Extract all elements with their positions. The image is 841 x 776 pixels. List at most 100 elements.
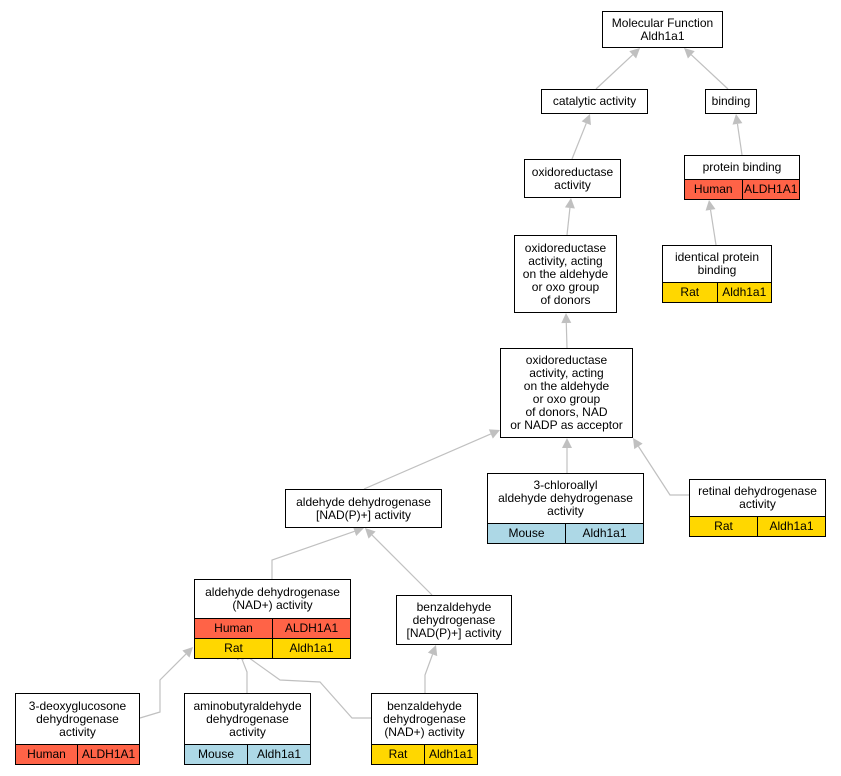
- edge-oxido-aldehyde-to-oxidoreductase: [564, 198, 575, 236]
- edge-line: [241, 658, 248, 693]
- annotation-row: Rat Aldh1a1: [663, 282, 771, 302]
- node-binding[interactable]: binding: [705, 89, 757, 114]
- edge-line: [595, 54, 634, 90]
- edge-line: [139, 653, 187, 719]
- edge-line: [363, 433, 492, 490]
- species-cell: Rat: [224, 641, 243, 655]
- node-title: aminobutyraldehyde dehydrogenase activit…: [193, 698, 302, 739]
- annotation-row: Rat Aldh1a1: [195, 638, 350, 658]
- edge-identical-protein-to-protein-binding: [705, 200, 717, 246]
- node-title: benzaldehyde dehydrogenase [NAD(P)+] act…: [406, 599, 502, 640]
- gene-cell: ALDH1A1: [741, 180, 800, 199]
- edge-deoxyglucosone-to-aldehyde-dh-nad: [139, 647, 193, 719]
- edge-arrowhead: [352, 526, 364, 537]
- species-cell: Human: [27, 747, 66, 761]
- edge-line: [709, 209, 717, 246]
- node-title: oxidoreductase activity, acting on the a…: [522, 240, 609, 307]
- node-title: binding: [711, 94, 751, 108]
- gene-cell: ALDH1A1: [272, 619, 350, 638]
- edge-binding-to-mf: [684, 48, 729, 90]
- edge-arrowhead: [561, 313, 572, 324]
- edge-arrowhead: [562, 438, 572, 448]
- edge-arrowhead: [629, 48, 640, 59]
- edge-line: [736, 123, 743, 156]
- gene-cell: Aldh1a1: [565, 524, 643, 543]
- node-title: Molecular Function Aldh1a1: [611, 15, 714, 43]
- node-oxido-nad[interactable]: oxidoreductase activity, acting on the a…: [500, 348, 633, 438]
- edge-line: [245, 655, 371, 719]
- annotation-row: Mouse Aldh1a1: [488, 523, 643, 543]
- annotation-row: Rat Aldh1a1: [372, 744, 477, 764]
- node-benzaldehyde-nad[interactable]: benzaldehyde dehydrogenase (NAD+) activi…: [371, 693, 478, 765]
- gene-cell: ALDH1A1: [77, 745, 139, 764]
- node-mf[interactable]: Molecular Function Aldh1a1: [602, 11, 723, 48]
- annotation-row: Mouse Aldh1a1: [185, 744, 310, 764]
- edge-line: [271, 530, 355, 579]
- edge-line: [690, 54, 729, 90]
- gene-cell: Aldh1a1: [716, 283, 772, 302]
- annotation-row: Human ALDH1A1: [16, 744, 139, 764]
- gene-cell: Aldh1a1: [424, 745, 477, 764]
- edge-benzaldehyde-nad-to-benzaldehyde-nadp: [424, 645, 438, 693]
- node-title: aldehyde dehydrogenase [NAD(P)+] activit…: [296, 494, 431, 522]
- edge-aldehyde-dh-nad-to-aldehyde-dh-nadp: [271, 526, 364, 579]
- node-title: oxidoreductase activity, acting on the a…: [510, 353, 623, 432]
- species-cell: Rat: [680, 285, 700, 299]
- node-title: 3-deoxyglucosone dehydrogenase activity: [28, 698, 127, 739]
- edge-chloroallyl-to-oxido-nad: [562, 438, 572, 473]
- node-chloroallyl[interactable]: 3-chloroallyl aldehyde dehydrogenase act…: [487, 473, 644, 544]
- node-title: identical protein binding: [674, 250, 760, 277]
- node-oxido-aldehyde[interactable]: oxidoreductase activity, acting on the a…: [514, 235, 617, 313]
- node-benzaldehyde-nadp[interactable]: benzaldehyde dehydrogenase [NAD(P)+] act…: [396, 595, 512, 645]
- gene-cell: Aldh1a1: [757, 517, 825, 536]
- node-title: retinal dehydrogenase activity: [698, 484, 817, 511]
- gene-cell: Aldh1a1: [272, 639, 350, 658]
- edge-arrowhead: [427, 645, 438, 657]
- node-title: catalytic activity: [552, 94, 637, 108]
- node-aminobutyraldehyde[interactable]: aminobutyraldehyde dehydrogenase activit…: [184, 693, 311, 765]
- edge-line: [571, 123, 587, 160]
- edge-arrowhead: [365, 528, 376, 539]
- node-title: protein binding: [702, 160, 782, 174]
- edge-catalytic-to-mf: [595, 48, 640, 90]
- edge-benzaldehyde-nadp-to-aldehyde-dh-nadp: [365, 528, 433, 596]
- edge-arrowhead: [732, 114, 743, 125]
- edge-line: [371, 534, 433, 596]
- edge-line: [424, 654, 434, 693]
- node-aldehyde-dh-nadp[interactable]: aldehyde dehydrogenase [NAD(P)+] activit…: [285, 489, 442, 528]
- annotation-row: Human ALDH1A1: [195, 618, 350, 638]
- edge-line: [637, 446, 689, 496]
- edge-aldehyde-dh-nadp-to-oxido-nad: [363, 429, 500, 490]
- edge-arrowhead: [684, 48, 695, 59]
- edge-oxidoreductase-to-catalytic: [571, 114, 591, 160]
- edge-arrowhead: [581, 114, 591, 126]
- node-title: aldehyde dehydrogenase (NAD+) activity: [205, 585, 340, 612]
- node-title: benzaldehyde dehydrogenase (NAD+) activi…: [383, 698, 466, 739]
- edge-line: [566, 207, 571, 236]
- edge-arrowhead: [633, 438, 643, 450]
- edge-oxido-nad-to-oxido-aldehyde: [561, 313, 572, 349]
- node-catalytic[interactable]: catalytic activity: [541, 89, 648, 114]
- species-cell: Human: [693, 182, 733, 196]
- edge-arrowhead: [182, 647, 193, 658]
- edge-arrowhead: [564, 198, 575, 209]
- node-title: 3-chloroallyl aldehyde dehydrogenase act…: [498, 478, 633, 518]
- species-cell: Mouse: [508, 526, 545, 540]
- edge-line: [565, 322, 568, 349]
- node-oxidoreductase[interactable]: oxidoreductase activity: [524, 159, 621, 198]
- species-cell: Rat: [388, 747, 408, 761]
- species-cell: Human: [214, 621, 253, 635]
- annotation-row: Human ALDH1A1: [685, 179, 799, 199]
- species-cell: Mouse: [197, 747, 235, 761]
- edge-arrowhead: [488, 429, 500, 439]
- edge-arrowhead: [705, 200, 716, 211]
- gene-cell: Aldh1a1: [247, 745, 310, 764]
- edge-protein-binding-to-binding: [732, 114, 743, 156]
